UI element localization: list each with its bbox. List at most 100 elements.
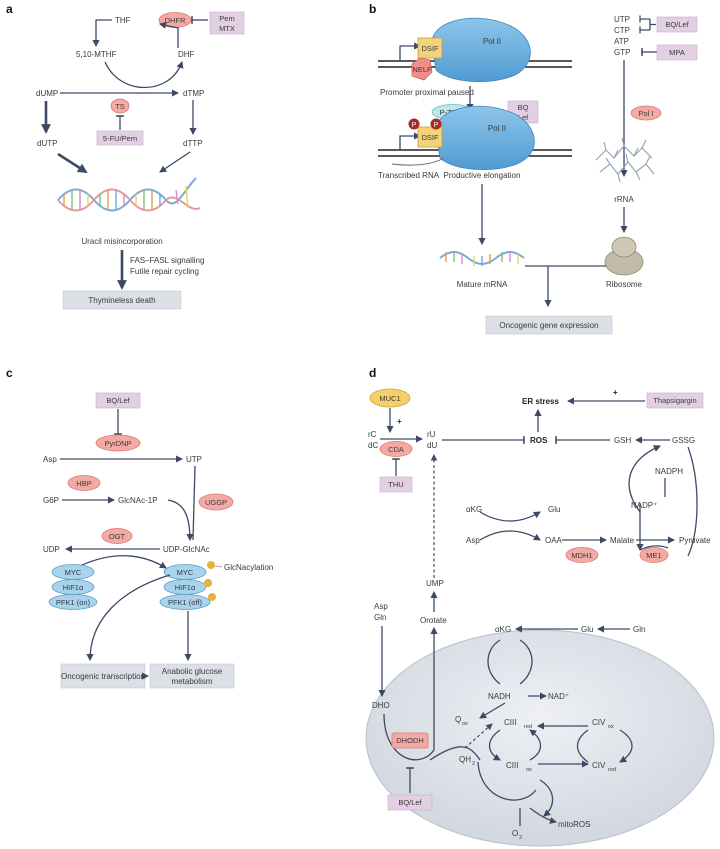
akg-label-mito: αKG — [495, 625, 511, 634]
panel-label-a: a — [6, 2, 13, 16]
ribosome-label: Ribosome — [606, 280, 643, 289]
utp-label-c: UTP — [186, 455, 202, 464]
pol2-paused-label: Pol II — [483, 37, 501, 46]
q-ox-subscript: ox — [462, 721, 468, 727]
dtmp-label: dTMP — [183, 89, 204, 98]
mdh1-enzyme — [565, 547, 599, 563]
dutp-label: dUTP — [37, 139, 57, 148]
malate-label: Malate — [610, 536, 635, 545]
anabolic-label-1: Anabolic glucose — [162, 667, 223, 676]
glcnac-dot-icon-3 — [208, 593, 216, 601]
me1-label: ME1 — [646, 551, 661, 560]
phospho-icon-1 — [408, 118, 420, 130]
muc1-shape — [369, 388, 411, 408]
ciii-loop-left — [488, 729, 501, 761]
oncogenic-expression-label: Oncogenic gene expression — [499, 321, 598, 330]
orotate-label: Orotate — [420, 616, 447, 625]
nadph-reduces-gssg-arc — [628, 445, 661, 513]
pyrdnp-enzyme — [95, 434, 141, 452]
mpa-label: MPA — [669, 48, 685, 57]
oncogenic-transcription-box — [60, 663, 146, 689]
qh-label: QH — [459, 755, 471, 764]
qh2-to-o2-curve — [477, 761, 537, 801]
nadh-to-q-arrow — [479, 702, 506, 719]
asp-to-oaa-arc — [479, 530, 541, 541]
rrna-icon — [595, 137, 655, 183]
dc-label: dC — [368, 441, 378, 450]
plus-thapsigargin: + — [613, 388, 618, 397]
nad-label: NAD⁺ — [548, 692, 569, 701]
o2-label: O — [512, 829, 518, 838]
glutathione-cycle-right — [687, 446, 698, 557]
gsh-label: GSH — [614, 436, 632, 445]
mtx-label: MTX — [219, 24, 235, 33]
bq-label-b: BQ — [518, 103, 529, 112]
uggp-label: UGGP — [205, 498, 227, 507]
ciii-ox-label: CIII — [506, 761, 518, 770]
thymineless-death-box — [62, 290, 182, 310]
gln-label-d: Gln — [374, 613, 386, 622]
me1-enzyme — [639, 547, 669, 563]
bq-lef-drug-box-b2 — [656, 16, 698, 33]
civ-ox-subscript: ox — [608, 724, 614, 730]
du-label: dU — [427, 441, 437, 450]
myc-to-oncogenic-tx-arrow — [86, 574, 171, 662]
ciii-red-subscript: red — [524, 724, 532, 730]
thf-label: THF — [115, 16, 131, 25]
bq-lef-bracket — [640, 18, 656, 31]
bq-lef-label-c: BQ/Lef — [106, 396, 130, 405]
rc-label: rC — [368, 430, 377, 439]
bq-lef-drug-box-c — [95, 392, 141, 409]
thu-drug-box — [379, 476, 413, 493]
ump-label: UMP — [426, 579, 444, 588]
pfk-off-shape — [159, 594, 211, 610]
pol1-enzyme — [630, 105, 662, 121]
panel-a: a THF DHFR Pem MTX 5,10-MTHF DHF dUMP dT… — [6, 2, 245, 310]
dho-to-orotate-arrow — [383, 626, 438, 761]
civ-loop-left — [576, 729, 589, 763]
dhf-label: DHF — [178, 50, 195, 59]
tca-loop-right — [519, 639, 533, 685]
hbp-label: HBP — [76, 479, 91, 488]
dhfr-label: DHFR — [165, 16, 186, 25]
pfk-on-shape — [48, 594, 98, 610]
pfk-on-label: PFK1 (on) — [56, 598, 91, 607]
udp-label: UDP — [43, 545, 60, 554]
dhodh-label: DHODH — [396, 736, 424, 745]
fu-pem-label: 5-FU/Pem — [103, 134, 137, 143]
pyrdnp-label: PyrDNP — [104, 439, 131, 448]
dhf-to-thf-arrow — [158, 21, 179, 48]
pol1-label: Pol I — [638, 109, 653, 118]
gln-label-mito: Gln — [633, 625, 645, 634]
glcnac-dot-icon-2 — [204, 579, 212, 587]
myc-off-label: MYC — [177, 568, 194, 577]
mature-mrna-label: Mature mRNA — [457, 280, 508, 289]
panel-label-d: d — [369, 366, 376, 380]
panel-b: b Pol II DSIF NELF Promoter proximal pau… — [369, 2, 698, 335]
dsif-elong-box — [417, 126, 443, 148]
bq-lef-drug-box-d — [387, 794, 433, 811]
transcribed-rna-label: Transcribed RNA — [378, 171, 440, 180]
ciii-loop-right — [529, 729, 542, 761]
glcnacylation-label: GlcNacylation — [224, 563, 273, 572]
futile-repair-label: Futile repair cycling — [130, 267, 199, 276]
rrna-label: rRNA — [614, 195, 634, 204]
dsif-paused-label: DSIF — [421, 44, 439, 53]
ros-label: ROS — [530, 436, 548, 445]
folate-cycle-arc — [104, 60, 184, 89]
asp-label-cyto: Asp — [466, 536, 480, 545]
glcnac-to-udpglcnac-arrow — [167, 499, 194, 542]
nadh-label: NADH — [488, 692, 511, 701]
thapsigargin-drug-box — [646, 392, 704, 409]
pem-mtx-drug-box — [209, 11, 245, 35]
atp-label-b: ATP — [614, 37, 629, 46]
oncogenic-expression-box — [485, 315, 613, 335]
anabolic-metabolism-box — [149, 663, 235, 689]
uracil-misincorporation-label: Uracil misincorporation — [81, 237, 162, 246]
nelf-shape — [411, 57, 433, 81]
pem-label: Pem — [219, 14, 234, 23]
dttp-to-dna-arrow — [159, 151, 191, 173]
o2-subscript: 2 — [519, 835, 522, 841]
civ-red-label: CIV — [592, 761, 606, 770]
mdh1-label: MDH1 — [571, 551, 592, 560]
